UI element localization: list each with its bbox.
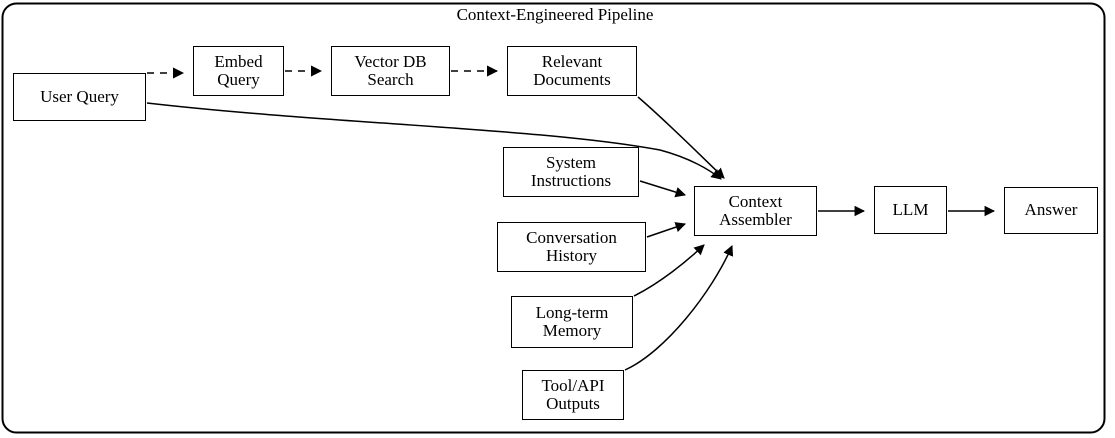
edge-relevant-documents-to-context-assembler [637,96,725,179]
node-answer[interactable]: Answer [1004,187,1098,234]
node-llm[interactable]: LLM [874,186,947,234]
node-long-term-memory[interactable]: Long-term Memory [511,296,633,348]
edge-user-query-to-context-assembler [146,102,722,180]
node-tool-api-outputs[interactable]: Tool/API Outputs [522,370,624,420]
edge-system-instructions-to-context-assembler [639,180,687,198]
edge-long-term-memory-to-context-assembler [633,244,705,297]
node-context-assembler[interactable]: Context Assembler [694,186,817,236]
edge-tool-api-outputs-to-context-assembler [624,245,734,371]
node-vector-db-search[interactable]: Vector DB Search [331,46,450,96]
node-conversation-history[interactable]: Conversation History [497,222,646,272]
node-user-query[interactable]: User Query [13,73,146,121]
node-relevant-documents[interactable]: Relevant Documents [507,46,637,96]
cluster-title: Context-Engineered Pipeline [456,5,654,24]
edge-conversation-history-to-context-assembler [646,222,686,238]
node-embed-query[interactable]: Embed Query [193,46,284,96]
node-system-instructions[interactable]: System Instructions [503,147,639,197]
cluster-boundary [1,2,1106,434]
